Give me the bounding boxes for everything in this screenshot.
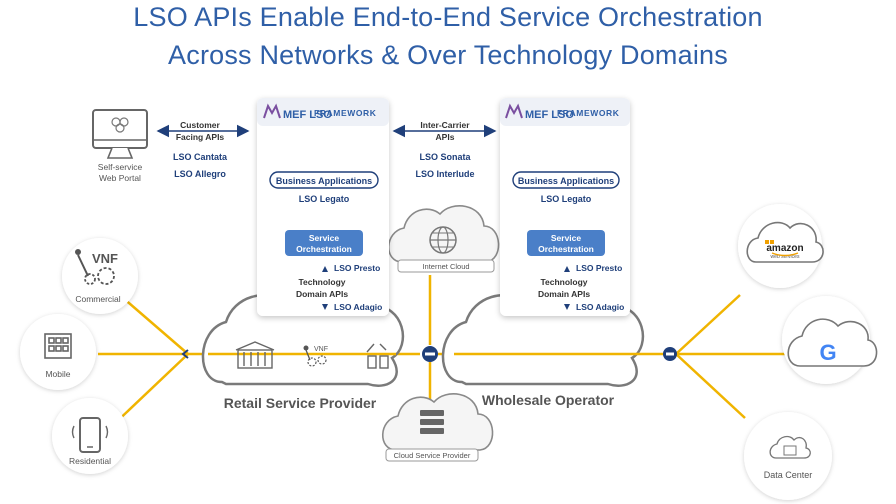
connector-left-arrow [181,349,189,359]
link-amazon [675,294,741,355]
residential-node: Residential [52,398,128,474]
left-business-apps: Business Applications [276,176,372,186]
left-adagio: LSO Adagio [334,302,382,312]
connector-diamond-right [663,347,677,361]
server-icon [420,410,444,434]
portal-label-1: Self-service [98,162,143,172]
retail-label: Retail Service Provider [224,395,377,411]
framework-card-right: MEF LSO FRAMEWORK Business Applications … [500,98,630,316]
commercial-label: Commercial [75,294,120,304]
title-line-2: Across Networks & Over Technology Domain… [168,40,728,70]
portal-label-2: Web Portal [99,173,141,183]
lso-allegro: LSO Allegro [174,169,226,179]
google-icon: G [819,340,836,365]
right-business-apps: Business Applications [518,176,614,186]
vnf-small-icon: VNF [303,345,328,367]
mobile-node: Mobile [20,314,96,390]
vnf-label: VNF [92,251,118,266]
google-node: G [782,296,878,384]
left-tech-domain-1: Technology [298,277,345,287]
left-legato: LSO Legato [299,194,350,204]
datacenter-label: Data Center [764,470,813,480]
lso-interlude: LSO Interlude [415,169,474,179]
csp-label: Cloud Service Provider [394,451,471,460]
mef-logo-right: MEF LSO FRAMEWORK [505,103,620,121]
title-line-1: LSO APIs Enable End-to-End Service Orche… [133,2,763,32]
amazon-node: amazon web services [738,204,824,288]
monitor-icon [92,109,148,159]
right-legato: LSO Legato [541,194,592,204]
customer-facing-apis: Customer Facing APIs LSO Cantata LSO All… [156,120,250,179]
svg-text:FRAMEWORK: FRAMEWORK [314,108,377,118]
svg-text:Facing APIs: Facing APIs [176,132,225,142]
svg-text:MEF LSO: MEF LSO [525,109,574,121]
left-service-orch-2: Orchestration [296,244,352,254]
mobile-label: Mobile [45,369,70,379]
svg-text:MEF LSO: MEF LSO [283,109,332,121]
amazon-label: amazon [766,243,803,254]
wholesale-label: Wholesale Operator [482,392,615,408]
cloud-service-provider: Cloud Service Provider [382,393,494,462]
connector-diamond-center [422,346,438,362]
lso-cantata: LSO Cantata [173,152,228,162]
left-presto: LSO Presto [334,263,380,273]
residential-label: Residential [69,456,111,466]
right-adagio: LSO Adagio [576,302,624,312]
link-residential [109,353,189,429]
svg-text:Customer: Customer [180,120,220,130]
right-presto: LSO Presto [576,263,622,273]
internet-cloud-label: Internet Cloud [422,262,469,271]
framework-card-left: MEF LSO FRAMEWORK Business Applications … [257,98,389,316]
left-service-orch-1: Service [309,233,340,243]
vnf-small-label: VNF [314,346,328,353]
mef-logo-left: MEF LSO FRAMEWORK [263,103,377,121]
mobile-tower-icon [366,343,389,369]
lso-sonata: LSO Sonata [419,152,471,162]
svg-text:APIs: APIs [436,132,455,142]
building-icon [235,341,275,369]
datacenter-node: Data Center [744,412,832,500]
commercial-node: VNF Commercial [62,238,138,314]
smartphone-icon [71,417,109,453]
right-service-orch-1: Service [551,233,582,243]
aws-label: web services [771,254,800,260]
internet-cloud: Internet Cloud [388,205,500,273]
left-tech-domain-2: Domain APIs [296,289,348,299]
building-small-icon [44,333,72,359]
right-tech-domain-2: Domain APIs [538,289,590,299]
svg-text:FRAMEWORK: FRAMEWORK [557,108,620,118]
inter-carrier-apis: Inter-Carrier APIs LSO Sonata LSO Interl… [392,120,497,179]
svg-text:Inter-Carrier: Inter-Carrier [420,120,470,130]
right-service-orch-2: Orchestration [538,244,594,254]
right-tech-domain-1: Technology [540,277,587,287]
link-datacenter [675,353,746,419]
vnf-icon [75,249,115,285]
